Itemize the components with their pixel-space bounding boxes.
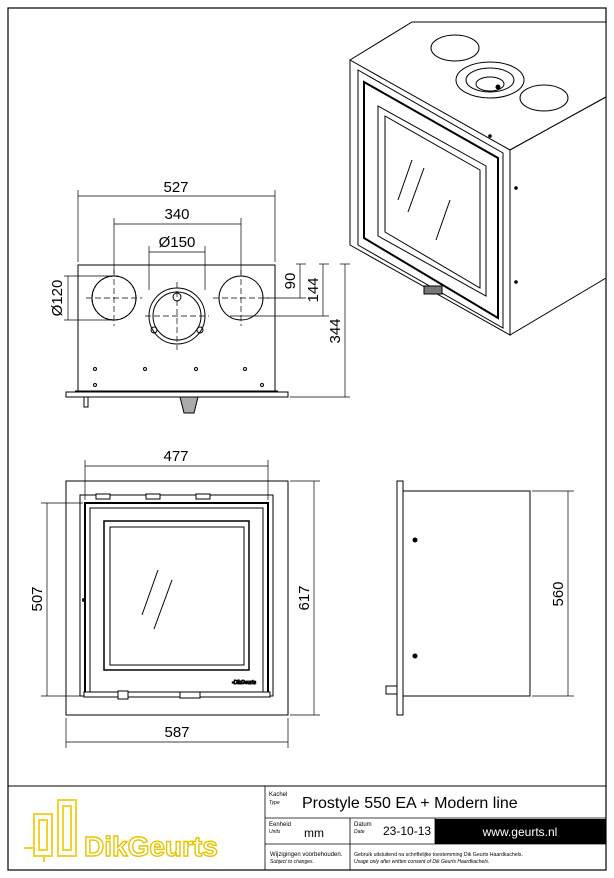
sheet-border xyxy=(7,7,607,871)
units-label-en: Units xyxy=(269,829,281,835)
dim-depth: 344 xyxy=(327,318,344,343)
dim-offset-large: 144 xyxy=(305,277,322,302)
svg-text:▪DikGeurts: ▪DikGeurts xyxy=(232,680,256,686)
type-value: Prostyle 550 EA + Modern line xyxy=(302,795,518,812)
units-label: Eenheid xyxy=(269,822,291,828)
date-label-en: Date xyxy=(354,829,365,835)
isometric-view xyxy=(349,21,607,336)
dim-side-depth: 560 xyxy=(550,581,567,606)
side-view-dimensions xyxy=(532,490,574,697)
dim-frame-width: 587 xyxy=(164,724,189,741)
units-value: mm xyxy=(304,826,324,840)
website-banner xyxy=(435,819,606,844)
company-logo: DikGeurts xyxy=(24,799,219,863)
dim-opening-height: 507 xyxy=(29,586,46,611)
date-value: 23-10-13 xyxy=(383,824,431,838)
dim-outer-spacing: 340 xyxy=(164,206,189,223)
dim-frame-height: 617 xyxy=(296,585,313,610)
type-label: Kachel xyxy=(269,792,287,798)
type-label-en: Type xyxy=(269,800,280,806)
logo-mark-icon xyxy=(24,799,77,862)
side-view xyxy=(385,480,531,716)
top-view-dimensions xyxy=(64,190,350,398)
usage-note-nl: Gebruik uitsluitend na schriftelijke toe… xyxy=(354,852,523,858)
usage-note-en: Usage only after written consent of Dik … xyxy=(354,859,489,865)
date-label: Datum xyxy=(354,822,372,828)
changes-note-nl: Wijzigingen voorbehouden. xyxy=(270,852,343,858)
changes-note-en: Subject to changes. xyxy=(270,859,314,865)
dim-width-overall: 527 xyxy=(163,179,188,196)
dim-offset-small: 90 xyxy=(282,273,299,290)
top-view xyxy=(65,264,289,414)
dim-opening-width: 477 xyxy=(163,448,188,465)
front-view-dimensions xyxy=(41,460,320,748)
logo-text: DikGeurts xyxy=(84,831,218,862)
dim-center-diameter: Ø150 xyxy=(159,234,196,251)
dim-side-diameter: Ø120 xyxy=(49,280,66,317)
front-view: ▪DikGeurts xyxy=(65,480,289,716)
website-link[interactable]: www.geurts.nl xyxy=(482,825,558,839)
